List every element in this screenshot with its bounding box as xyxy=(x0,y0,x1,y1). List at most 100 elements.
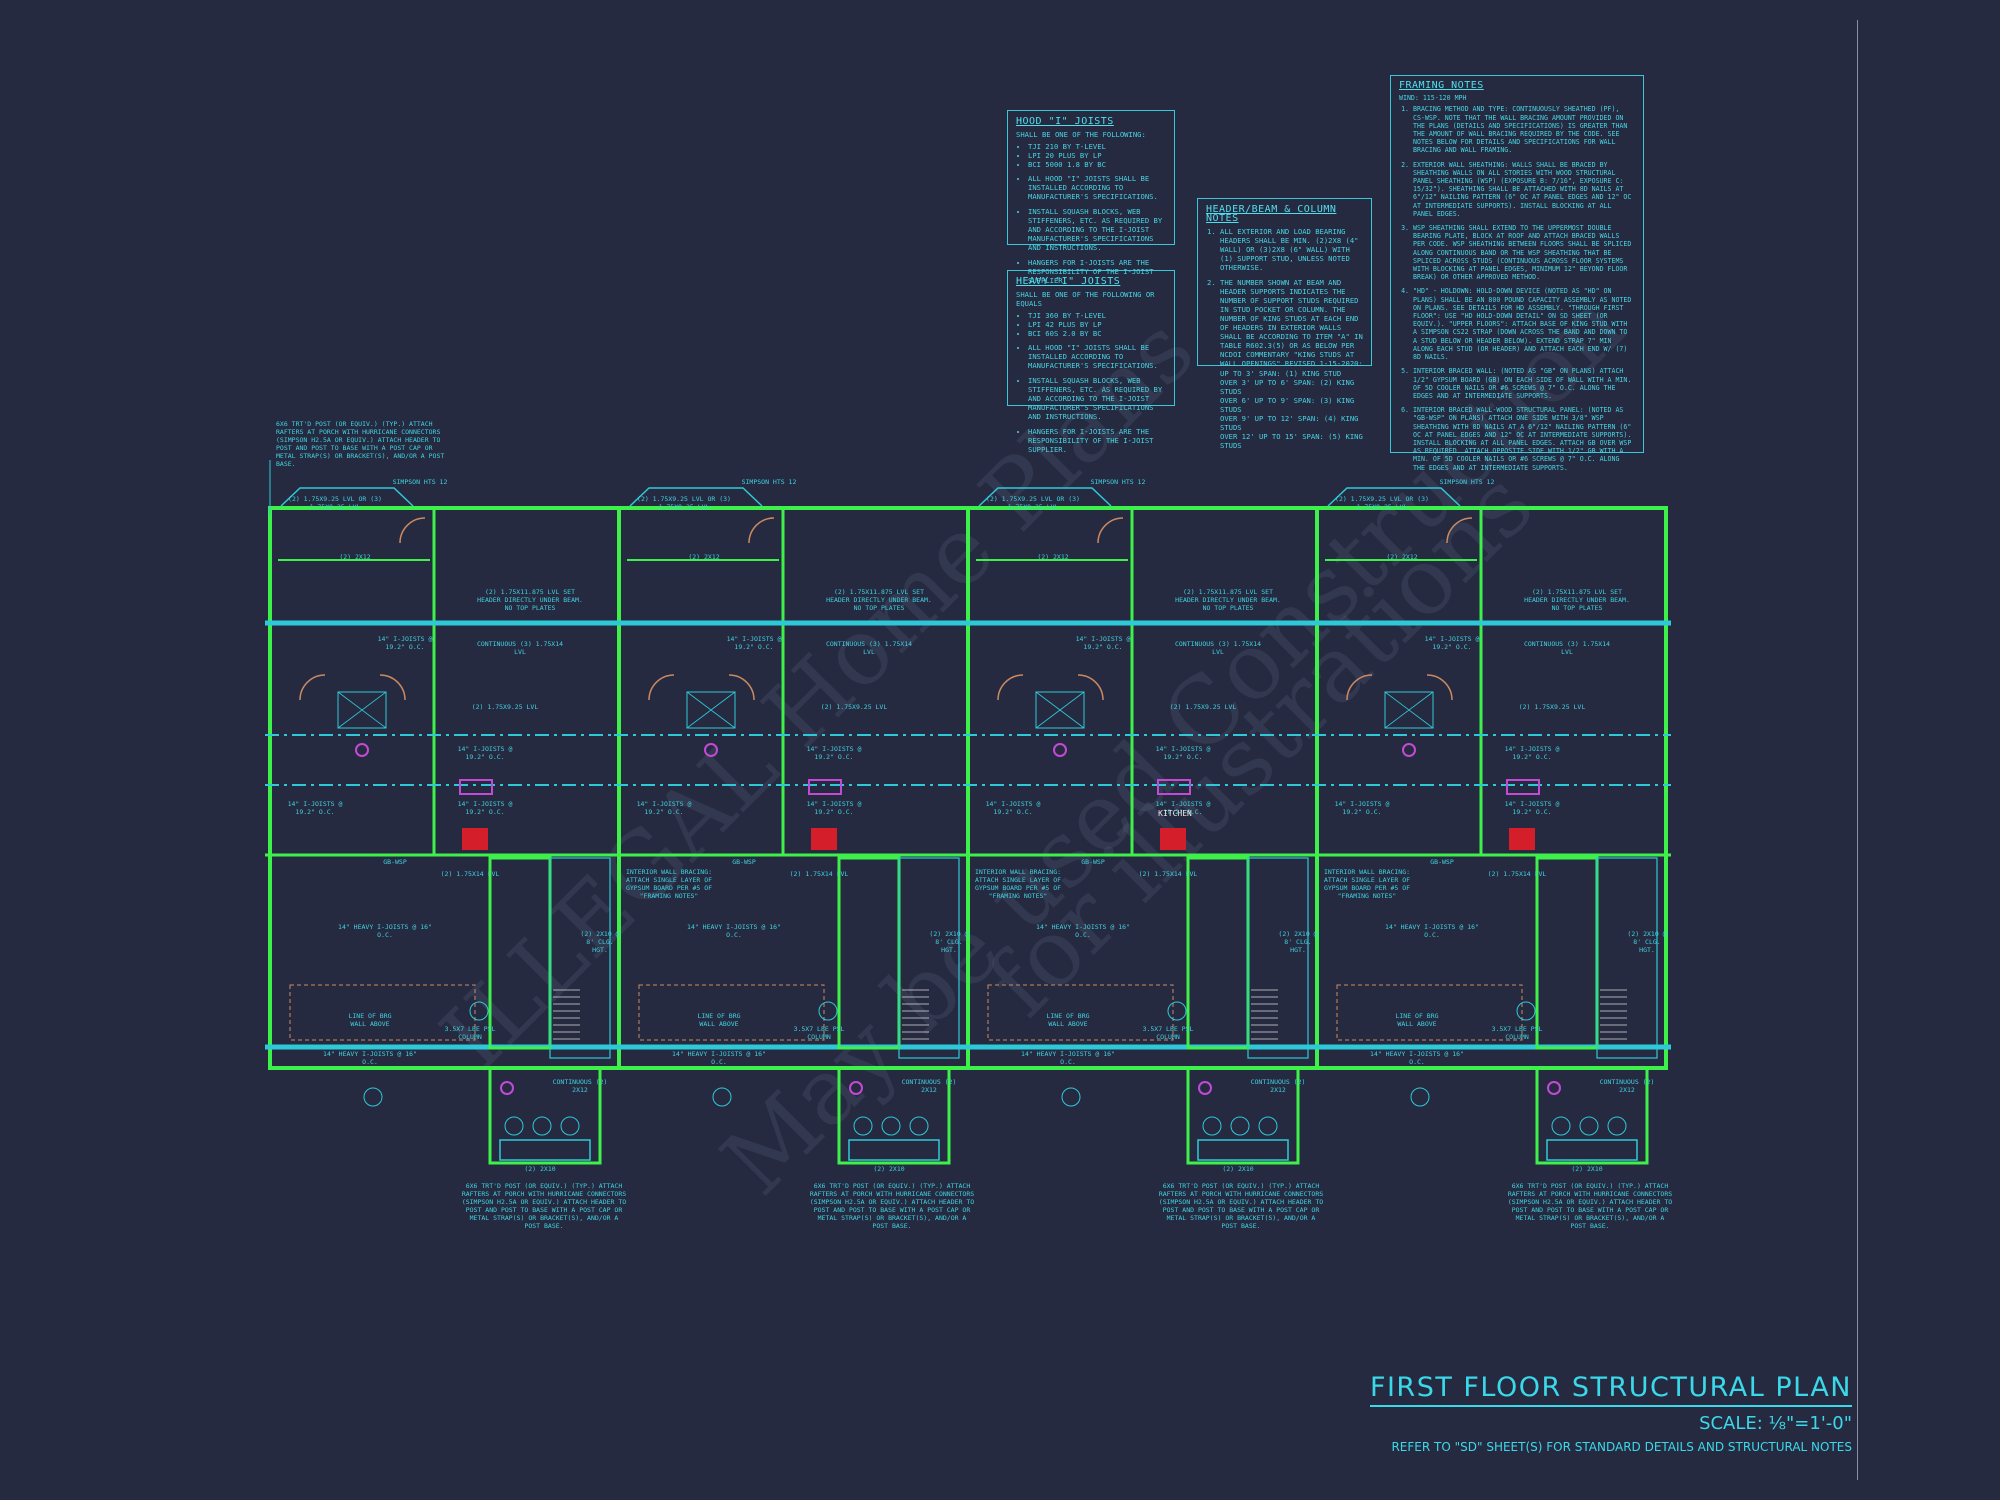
heavy-joist-product: LPI 42 PLUS BY LP xyxy=(1028,320,1166,329)
plan-label-continuous-lvl: CONTINUOUS (3) 1.75x14 LVL xyxy=(1174,640,1262,656)
column-tag xyxy=(1579,1116,1599,1136)
stair-wall xyxy=(837,856,901,1050)
framing-notes-title: FRAMING NOTES xyxy=(1399,80,1484,91)
plan-label-heavy-joists: 14" HEAVY I-JOISTS @ 16" O.C. xyxy=(1385,923,1479,939)
plan-label-line-brg: LINE OF BRG WALL ABOVE xyxy=(1046,1012,1090,1028)
door-swing xyxy=(728,674,755,701)
column-tag xyxy=(1607,1116,1627,1136)
stair-wall xyxy=(488,856,552,1050)
plan-label-lvl-top: (2) 1.75x9.25 LVL OR (3) 1.75x9.25 LVL xyxy=(637,495,731,511)
heavy-joist-note: INSTALL SQUASH BLOCKS, WEB STIFFENERS, E… xyxy=(1028,376,1166,421)
toilet-fixture xyxy=(500,1081,514,1095)
plan-label-two-2x10: (2) 2x10 xyxy=(873,1165,905,1173)
plan-label-lvl-925: (2) 1.75x9.25 LVL xyxy=(820,703,888,711)
room-label-kitchen: KITCHEN xyxy=(1158,809,1192,818)
plan-label-continuous-lvl: CONTINUOUS (3) 1.75x14 LVL xyxy=(1523,640,1611,656)
heavy-joists-title: HEAVY "I" JOISTS xyxy=(1016,276,1121,287)
porch-outline xyxy=(837,1066,951,1165)
hood-joist-note: HANGERS FOR I-JOISTS ARE THE RESPONSIBIL… xyxy=(1028,258,1166,285)
plan-label-gb-wsp: GB-WSP xyxy=(383,858,407,866)
toilet-fixture xyxy=(1402,743,1416,757)
column-tag xyxy=(818,1001,838,1021)
plan-label-hdr-2x10: (2) 2x10 @ 8' CLG. HGT. xyxy=(580,930,620,954)
plan-label-joists-14: 14" I-JOISTS @ 19.2" O.C. xyxy=(806,800,862,816)
plan-label-continuous-lvl: CONTINUOUS (3) 1.75x14 LVL xyxy=(825,640,913,656)
heavy-joist-product: TJI 360 BY T-LEVEL xyxy=(1028,311,1166,320)
plan-label-two-2x10: (2) 2x10 xyxy=(1222,1165,1254,1173)
plan-label-joists-14: 14" I-JOISTS @ 19.2" O.C. xyxy=(457,745,513,761)
porch-beam xyxy=(499,1139,591,1161)
plan-label-joists-14: 14" I-JOISTS @ 19.2" O.C. xyxy=(1075,635,1131,651)
plan-label-lvl-14: (2) 1.75x14 LVL xyxy=(440,870,500,878)
plan-label-joists-14: 14" I-JOISTS @ 19.2" O.C. xyxy=(726,635,782,651)
column-tag xyxy=(1516,1001,1536,1021)
plan-label-psl-column: 3.5x7 LBE PSL COLUMN xyxy=(1142,1025,1194,1041)
plan-label-simpson: SIMPSON HTS 12 xyxy=(1090,478,1146,486)
structural-post xyxy=(811,828,837,850)
stair-outline xyxy=(898,857,960,1059)
plan-label-joists-14: 14" I-JOISTS @ 19.2" O.C. xyxy=(806,745,862,761)
plan-label-lvl-top: (2) 1.75x9.25 LVL OR (3) 1.75x9.25 LVL xyxy=(1335,495,1429,511)
plan-label-joists-14: 14" I-JOISTS @ 19.2" O.C. xyxy=(287,800,343,816)
plan-label-interior-bracing: INTERIOR WALL BRACING: ATTACH SINGLE LAY… xyxy=(625,868,713,900)
plan-label-two-2x12: (2) 2x12 xyxy=(339,553,371,561)
plan-label-lvl-set: (2) 1.75x11.875 LVL SET HEADER DIRECTLY … xyxy=(1524,588,1630,612)
closet-box xyxy=(1035,691,1085,729)
column-tag xyxy=(1230,1116,1250,1136)
plan-label-lvl-set: (2) 1.75x11.875 LVL SET HEADER DIRECTLY … xyxy=(1175,588,1281,612)
plan-label-continuous-2x12: CONTINUOUS (2) 2x12 xyxy=(1599,1078,1655,1094)
plan-label-joists-14: 14" I-JOISTS @ 19.2" O.C. xyxy=(985,800,1041,816)
post-note-left: 6x6 TRT'D POST (OR EQUIV.) (TYP.) ATTACH… xyxy=(276,420,445,468)
plan-label-lvl-set: (2) 1.75x11.875 LVL SET HEADER DIRECTLY … xyxy=(826,588,932,612)
plan-label-joists-14: 14" I-JOISTS @ 19.2" O.C. xyxy=(1424,635,1480,651)
door-swing xyxy=(1097,517,1124,544)
porch-outline xyxy=(1186,1066,1300,1165)
plan-label-joists-14: 14" I-JOISTS @ 19.2" O.C. xyxy=(1504,745,1560,761)
plan-label-lvl-14: (2) 1.75x14 LVL xyxy=(789,870,849,878)
hood-joist-note: INSTALL SQUASH BLOCKS, WEB STIFFENERS, E… xyxy=(1028,207,1166,252)
plan-label-lvl-14: (2) 1.75x14 LVL xyxy=(1138,870,1198,878)
plan-label-continuous-2x12: CONTINUOUS (2) 2x12 xyxy=(901,1078,957,1094)
sink-fixture xyxy=(808,779,842,795)
plan-label-hdr-2x10: (2) 2x10 @ 8' CLG. HGT. xyxy=(1627,930,1667,954)
plan-label-heavy-joists: 14" HEAVY I-JOISTS @ 16" O.C. xyxy=(1021,1050,1115,1066)
bay-outline xyxy=(629,487,763,507)
closet-diagonal xyxy=(686,691,736,729)
plan-label-heavy-joists: 14" HEAVY I-JOISTS @ 16" O.C. xyxy=(323,1050,417,1066)
heavy-joists-notes: HEAVY "I" JOISTS SHALL BE ONE OF THE FOL… xyxy=(1007,270,1175,454)
plan-label-heavy-joists: 14" HEAVY I-JOISTS @ 16" O.C. xyxy=(338,923,432,939)
plan-label-two-2x12: (2) 2x12 xyxy=(688,553,720,561)
plan-label-line-brg: LINE OF BRG WALL ABOVE xyxy=(348,1012,392,1028)
column-tag xyxy=(1410,1087,1430,1107)
plan-label-two-2x12: (2) 2x12 xyxy=(1386,553,1418,561)
post-note-porch: 6x6 TRT'D POST (OR EQUIV.) (TYP.) ATTACH… xyxy=(1507,1182,1673,1230)
plan-label-gb-wsp: GB-WSP xyxy=(1430,858,1454,866)
king-stud-span: UP TO 3' SPAN: (1) KING STUD xyxy=(1220,369,1342,378)
line-of-bearing-wall xyxy=(987,984,1174,1041)
column-tag xyxy=(532,1116,552,1136)
porch-outline xyxy=(1535,1066,1649,1165)
hood-joists-subtitle: SHALL BE ONE OF THE FOLLOWING: xyxy=(1016,130,1146,139)
framing-note: INTERIOR BRACED WALL-WOOD STRUCTURAL PAN… xyxy=(1413,406,1635,472)
hood-joist-product: TJI 210 BY T-LEVEL xyxy=(1028,142,1166,151)
column-tag xyxy=(1202,1116,1222,1136)
structural-post xyxy=(1160,828,1186,850)
heavy-joists-subtitle: SHALL BE ONE OF THE FOLLOWING OR EQUALS xyxy=(1016,290,1155,308)
header-beam-notes: HEADER/BEAM & COLUMN NOTES ALL EXTERIOR … xyxy=(1197,198,1372,450)
framing-note: WSP SHEATHING SHALL EXTEND TO THE UPPERM… xyxy=(1413,224,1635,281)
plan-label-continuous-2x12: CONTINUOUS (2) 2x12 xyxy=(552,1078,608,1094)
hood-joist-product: BCI 5000 1.8 BY BC xyxy=(1028,160,1166,169)
plan-label-lvl-top: (2) 1.75x9.25 LVL OR (3) 1.75x9.25 LVL xyxy=(986,495,1080,511)
unit-outer-wall xyxy=(1315,506,1668,1070)
plan-label-hdr-2x10: (2) 2x10 @ 8' CLG. HGT. xyxy=(1278,930,1318,954)
hood-joist-note: ALL HOOD "I" JOISTS SHALL BE INSTALLED A… xyxy=(1028,174,1166,201)
plan-label-joists-14: 14" I-JOISTS @ 19.2" O.C. xyxy=(1504,800,1560,816)
structural-post xyxy=(462,828,488,850)
closet-box xyxy=(1384,691,1434,729)
plan-label-two-2x10: (2) 2x10 xyxy=(524,1165,556,1173)
plan-label-hdr-2x10: (2) 2x10 @ 8' CLG. HGT. xyxy=(929,930,969,954)
heavy-joist-note: HANGERS FOR I-JOISTS ARE THE RESPONSIBIL… xyxy=(1028,427,1166,454)
hood-joists-notes: HOOD "I" JOISTS SHALL BE ONE OF THE FOLL… xyxy=(1007,110,1175,285)
